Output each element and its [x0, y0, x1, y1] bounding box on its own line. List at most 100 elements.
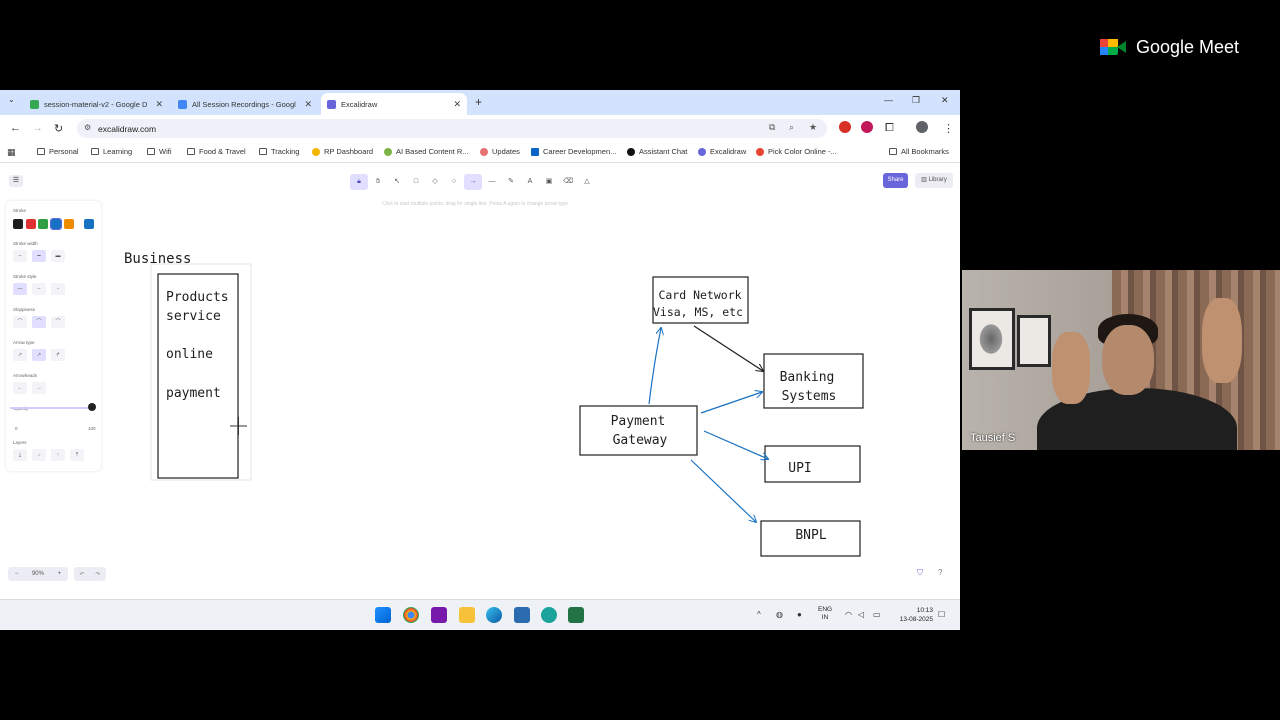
sloppiness-cartoonist-button[interactable]: ⌒ [51, 316, 65, 328]
drawing-canvas[interactable]: Business Products service online payment… [0, 163, 960, 599]
participant-video-tile[interactable]: Tausief S [962, 270, 1280, 450]
business-label[interactable]: Business [124, 251, 191, 267]
upi-box[interactable] [764, 445, 861, 483]
install-app-icon[interactable]: ⧉ [769, 122, 776, 132]
tab-session-material[interactable]: session-material-v2 - Google D ✕ [24, 93, 169, 115]
zoom-level[interactable]: 90% [31, 571, 44, 577]
share-button[interactable]: Share [883, 173, 908, 188]
arrowhead-start-button[interactable]: ← [13, 382, 27, 394]
tab-excalidraw[interactable]: Excalidraw ✕ [321, 93, 467, 115]
omnibox[interactable]: ⚙ excalidraw.com ⧉ ⌕ ★ [77, 119, 827, 138]
bookmark-learning[interactable]: Learning [91, 147, 132, 156]
opacity-slider-track[interactable] [10, 407, 92, 409]
arrow-gateway-to-bnpl[interactable] [690, 459, 756, 522]
arrow-sharp-button[interactable]: ↗ [13, 349, 27, 361]
notification-icon[interactable]: ☐ [938, 610, 946, 619]
close-window-icon[interactable]: ✕ [941, 95, 949, 105]
sloppiness-artist-button[interactable]: ⌒ [32, 316, 46, 328]
swatch-black[interactable] [13, 219, 23, 229]
file-explorer-icon[interactable] [459, 607, 475, 623]
edge-icon[interactable] [486, 607, 502, 623]
bookmark-excalidraw[interactable]: Excalidraw [698, 147, 746, 156]
tab-search-chevron-icon[interactable]: ⌄ [8, 95, 15, 104]
main-menu-icon[interactable]: ☰ [9, 175, 23, 187]
stroke-thin-button[interactable]: – [13, 250, 27, 262]
undo-icon[interactable]: ↶ [79, 571, 85, 578]
zoom-icon[interactable]: ⌕ [789, 122, 795, 132]
library-button[interactable]: ▥ Library [915, 173, 953, 188]
bnpl-box[interactable] [760, 520, 861, 557]
arrowhead-end-button[interactable]: → [32, 382, 46, 394]
text-tool-icon[interactable]: A [527, 178, 533, 185]
bookmark-pick-color[interactable]: Pick Color Online -... [756, 147, 837, 156]
forward-icon[interactable]: → [32, 122, 43, 134]
help-icon[interactable]: ? [938, 568, 943, 577]
line-tool-icon[interactable]: — [488, 178, 496, 185]
extension-icon[interactable] [839, 121, 851, 133]
chrome-icon[interactable] [403, 607, 419, 623]
onenote-icon[interactable] [431, 607, 447, 623]
current-stroke-color[interactable] [84, 219, 94, 229]
back-icon[interactable]: ← [10, 122, 21, 134]
restore-icon[interactable]: ❐ [912, 95, 921, 105]
arrow-elbow-button[interactable]: ↱ [51, 349, 65, 361]
arrow-curved-button[interactable]: ↗ [32, 349, 46, 361]
encryption-shield-icon[interactable]: ⛉ [917, 568, 923, 577]
bookmark-personal[interactable]: Personal [37, 147, 79, 156]
bookmark-wifi[interactable]: Wifi [147, 147, 172, 156]
windows-start-icon[interactable] [375, 607, 391, 623]
send-backward-button[interactable]: ↓ [32, 449, 46, 461]
reload-icon[interactable]: ↻ [54, 123, 64, 135]
bookmark-assistant-chat[interactable]: Assistant Chat [627, 147, 687, 156]
swatch-red[interactable] [26, 219, 36, 229]
arrow-gateway-to-banking[interactable] [700, 392, 762, 414]
browser-menu-icon[interactable]: ⋮ [943, 123, 954, 135]
stroke-bold-button[interactable]: ━ [32, 250, 46, 262]
arrow-tool-icon[interactable]: → [464, 174, 482, 190]
extensions-puzzle-icon[interactable]: ⧠ [885, 122, 894, 134]
image-tool-icon[interactable]: ▣ [545, 178, 553, 185]
battery-icon[interactable]: ▭ [873, 610, 881, 619]
stroke-solid-button[interactable]: — [13, 283, 27, 295]
arrow-gateway-to-card-network[interactable] [648, 328, 661, 405]
new-tab-icon[interactable]: + [475, 95, 483, 109]
send-to-back-button[interactable]: ⤓ [13, 449, 27, 461]
site-info-icon[interactable]: ⚙ [84, 123, 92, 132]
zoom-out-button[interactable]: − [14, 571, 19, 577]
diamond-tool-icon[interactable]: ◇ [432, 178, 438, 185]
swatch-blue[interactable] [50, 218, 62, 230]
bring-forward-button[interactable]: ↑ [51, 449, 65, 461]
redo-icon[interactable]: ↷ [95, 571, 101, 578]
arrow-gateway-to-upi[interactable] [703, 430, 768, 459]
bookmark-career[interactable]: Career Developmen... [531, 147, 616, 156]
bookmark-tracking[interactable]: Tracking [259, 147, 299, 156]
zoom-in-button[interactable]: + [57, 571, 62, 577]
network-app-icon[interactable] [541, 607, 557, 623]
sloppiness-architect-button[interactable]: ⌒ [13, 316, 27, 328]
opacity-slider-thumb[interactable] [88, 403, 96, 411]
bookmark-rp-dashboard[interactable]: RP Dashboard [312, 147, 373, 156]
minimize-icon[interactable]: — [884, 95, 893, 105]
lock-tool-icon[interactable]: 🔒︎ [350, 174, 368, 190]
stroke-dotted-button[interactable]: ·· [51, 283, 65, 295]
tab-session-recordings[interactable]: All Session Recordings - Googl ✕ [172, 93, 318, 115]
bring-to-front-button[interactable]: ⤒ [70, 449, 84, 461]
bookmark-ai-content[interactable]: AI Based Content R... [384, 147, 469, 156]
business-box[interactable] [157, 273, 239, 479]
swatch-orange[interactable] [64, 219, 74, 229]
tray-app-icon[interactable]: ◍ [776, 610, 783, 619]
excel-icon[interactable] [568, 607, 584, 623]
tray-overflow-icon[interactable]: ^ [757, 610, 761, 619]
swatch-green[interactable] [38, 219, 48, 229]
url-text[interactable]: excalidraw.com [98, 124, 157, 134]
payment-gateway-box[interactable] [579, 405, 698, 456]
selection-tool-icon[interactable]: ↖ [394, 178, 400, 185]
notepad-icon[interactable] [514, 607, 530, 623]
close-tab-icon[interactable]: ✕ [304, 98, 312, 109]
banking-systems-box[interactable] [763, 353, 864, 409]
wifi-icon[interactable]: ◠ [845, 610, 852, 619]
microphone-icon[interactable]: ● [797, 610, 802, 619]
pencil-tool-icon[interactable]: ✎ [508, 178, 514, 185]
bookmark-all[interactable]: All Bookmarks [889, 147, 949, 156]
stroke-extrabold-button[interactable]: ▬ [51, 250, 65, 262]
